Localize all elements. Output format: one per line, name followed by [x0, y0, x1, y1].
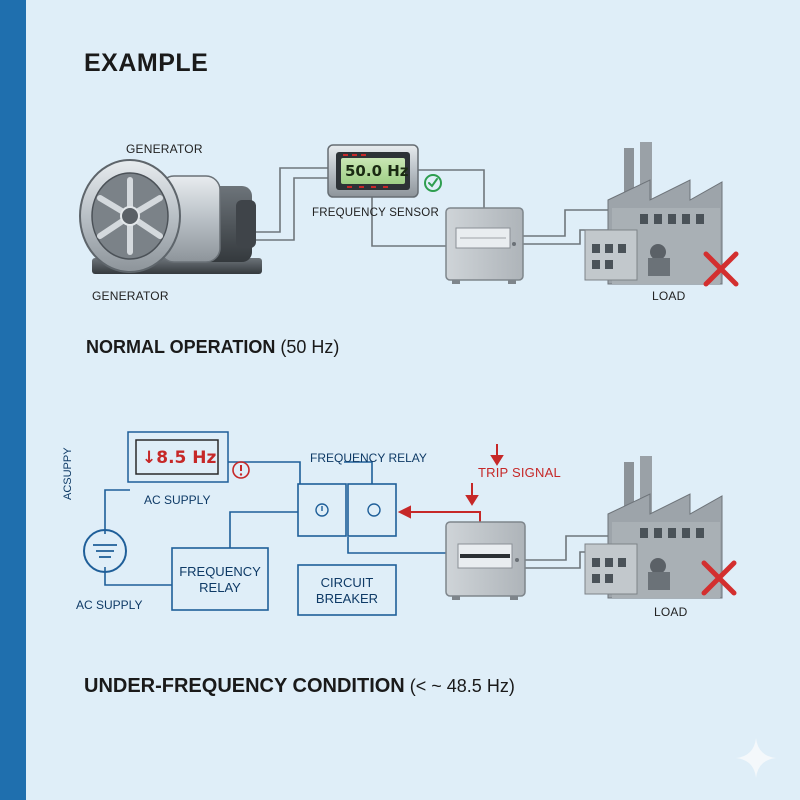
breaker-enclosure-icon: [445, 521, 526, 600]
trip-signal-label: TRIP SIGNAL: [478, 465, 561, 480]
ac-supply-bottom: AC SUPPLY: [76, 598, 143, 612]
meter-reading-underfreq: ↓8.5 Hz: [142, 448, 217, 468]
generator-label-bottom: GENERATOR: [92, 289, 169, 303]
generator-label-top: GENERATOR: [126, 142, 203, 156]
enclosure-icon: [445, 207, 524, 284]
sparkle-icon: [736, 738, 776, 778]
underfreq-meter-frame: [127, 431, 229, 483]
wire-relay-right: [344, 461, 373, 484]
down-arrow-icon: ↓: [142, 448, 157, 468]
wire-ac-top: [104, 489, 130, 534]
wire-box-load-a: [523, 209, 608, 237]
page-title: EXAMPLE: [84, 49, 209, 77]
relay-box-right: [347, 483, 397, 537]
load-label-underfreq: LOAD: [654, 605, 688, 619]
underfreq-meter-display: [135, 439, 219, 475]
factory-icon-underfreq: [584, 456, 723, 599]
normal-operation-heading: NORMAL OPERATION (50 Hz): [86, 337, 340, 357]
wire-meter-box-b: [371, 194, 448, 247]
ac-supply-vertical-label: ACSUPPY: [62, 447, 74, 500]
relay-box-left: [297, 483, 347, 537]
factory-icon: [584, 142, 723, 285]
wire-box-load-a: [525, 535, 610, 561]
wire-gen-meter-b: [250, 177, 330, 241]
circle-icon: [367, 503, 381, 517]
frequency-meter-icon: [327, 144, 419, 198]
ac-supply-under-meter: AC SUPPLY: [144, 493, 211, 507]
left-accent-bar: [0, 0, 26, 800]
underfreq-heading: UNDER-FREQUENCY CONDITION (< ~ 48.5 Hz): [84, 675, 515, 697]
frequency-relay-label: FREQUENCY RELAY: [310, 451, 427, 465]
trip-arrows: [397, 444, 504, 522]
clock-icon: [315, 503, 329, 517]
frequency-sensor-label: FREQUENCY SENSOR: [312, 207, 439, 219]
wire-relay-box: [229, 511, 298, 548]
wire-gen-meter-a: [250, 167, 330, 233]
cross-icon-underfreq: [701, 560, 737, 596]
generator-icon: [79, 159, 262, 274]
meter-reading-normal: 50.0 Hz: [345, 162, 409, 180]
warning-icon: [232, 461, 250, 479]
wire-meter-relay: [228, 461, 301, 484]
cross-icon: [703, 251, 739, 287]
frequency-relay-box: [171, 547, 269, 611]
load-label-normal: LOAD: [652, 289, 686, 303]
circuit-breaker-box: [297, 564, 397, 616]
ac-source-icon: [83, 529, 127, 573]
check-icon: [424, 174, 442, 192]
wire-to-enclosure: [347, 537, 446, 554]
